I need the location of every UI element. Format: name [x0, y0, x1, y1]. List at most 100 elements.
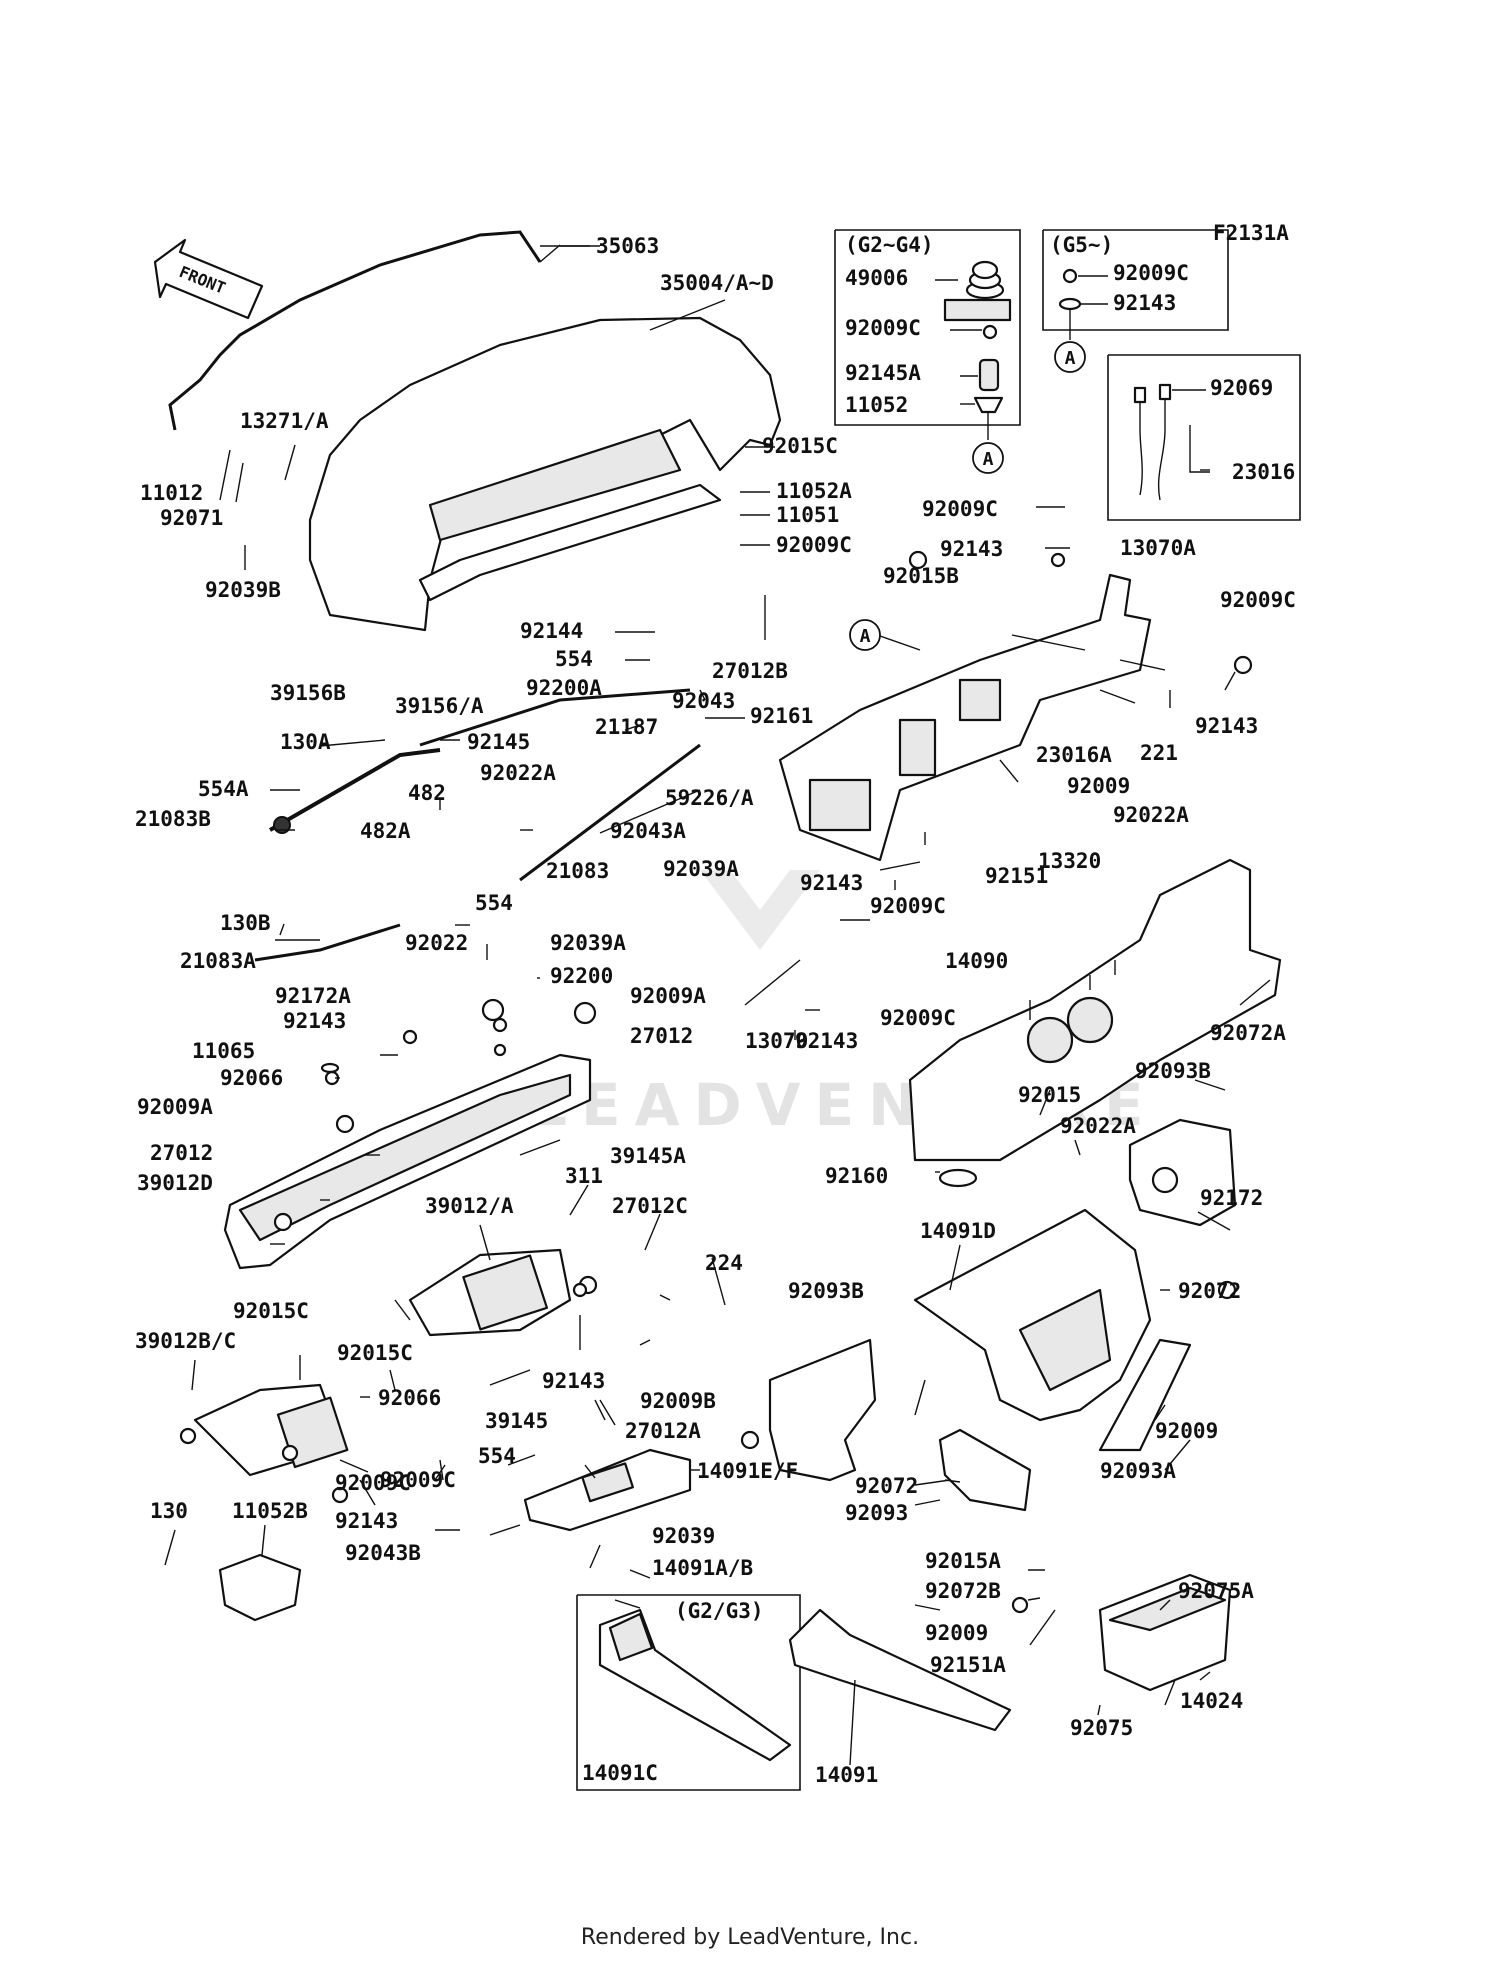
svg-text:13070: 13070 [745, 1029, 808, 1053]
svg-text:39156B: 39156B [270, 681, 346, 705]
svg-text:92009A: 92009A [137, 1095, 213, 1119]
dash-panel-59226 [778, 573, 1152, 862]
svg-text:92093B: 92093B [1135, 1059, 1211, 1083]
bracket-92093b-right [1128, 1118, 1237, 1227]
svg-text:A: A [1065, 348, 1076, 369]
svg-text:92143: 92143 [283, 1009, 346, 1033]
svg-text:92009A: 92009A [630, 984, 706, 1008]
callout-a: A [983, 449, 994, 470]
front-arrow-icon: FRONT [153, 238, 264, 320]
plate-14091 [788, 1608, 1012, 1732]
svg-text:21083: 21083 [546, 859, 609, 883]
svg-text:92015C: 92015C [762, 434, 838, 458]
svg-text:92066: 92066 [220, 1066, 283, 1090]
box-39012bc [193, 1383, 349, 1477]
tray-39012d [223, 1053, 592, 1270]
svg-text:92022A: 92022A [1113, 803, 1189, 827]
svg-text:92043B: 92043B [345, 1541, 421, 1565]
svg-text:14091C: 14091C [582, 1761, 658, 1785]
svg-text:92143: 92143 [795, 1029, 858, 1053]
svg-text:92145: 92145 [467, 730, 530, 754]
svg-text:554: 554 [555, 647, 593, 671]
svg-text:11052: 11052 [845, 393, 908, 417]
box-39012a [408, 1248, 572, 1337]
svg-text:59226/A: 59226/A [665, 786, 754, 810]
svg-text:14091E/F: 14091E/F [697, 1459, 798, 1483]
svg-text:92009: 92009 [1067, 774, 1130, 798]
svg-text:35063: 35063 [596, 234, 659, 258]
cover-14091ef [523, 1448, 692, 1532]
svg-text:92200A: 92200A [526, 676, 602, 700]
svg-text:27012: 27012 [150, 1141, 213, 1165]
svg-text:92200: 92200 [550, 964, 613, 988]
svg-text:92071: 92071 [160, 506, 223, 530]
svg-text:92144: 92144 [520, 619, 583, 643]
linkage-21083b [254, 688, 701, 962]
svg-text:92151A: 92151A [930, 1653, 1006, 1677]
svg-text:221: 221 [1140, 741, 1178, 765]
svg-text:92093A: 92093A [1100, 1459, 1176, 1483]
svg-text:92009C: 92009C [380, 1468, 456, 1492]
bracket-92093 [938, 1428, 1032, 1512]
tub-14091d [913, 1208, 1152, 1422]
svg-text:39145A: 39145A [610, 1144, 686, 1168]
svg-text:130B: 130B [220, 911, 271, 935]
svg-text:92043A: 92043A [610, 819, 686, 843]
svg-text:92143: 92143 [940, 537, 1003, 561]
svg-text:92009C: 92009C [1220, 588, 1296, 612]
svg-text:(G5~): (G5~) [1050, 233, 1113, 257]
svg-text:92072: 92072 [1178, 1279, 1241, 1303]
svg-text:11052A: 11052A [776, 479, 852, 503]
svg-text:92145A: 92145A [845, 361, 921, 385]
svg-text:92172A: 92172A [275, 984, 351, 1008]
fender-35004 [308, 316, 782, 632]
svg-text:92015A: 92015A [925, 1549, 1001, 1573]
svg-text:92072: 92072 [855, 1474, 918, 1498]
svg-text:92143: 92143 [335, 1509, 398, 1533]
svg-text:92039B: 92039B [205, 578, 281, 602]
fasteners [179, 550, 1253, 1614]
svg-text:27012: 27012 [630, 1024, 693, 1048]
svg-text:311: 311 [565, 1164, 603, 1188]
panel-14090 [908, 858, 1282, 1162]
svg-text:14091: 14091 [815, 1763, 878, 1787]
svg-text:92009C: 92009C [870, 894, 946, 918]
svg-text:A: A [860, 626, 871, 647]
svg-text:14091D: 14091D [920, 1219, 996, 1243]
group-box-g2-g3: (G2/G3) 14091C [576, 1594, 801, 1791]
svg-text:49006: 49006 [845, 266, 908, 290]
svg-text:(G2/G3): (G2/G3) [675, 1599, 764, 1623]
svg-text:35004/A~D: 35004/A~D [660, 271, 774, 295]
svg-text:92022A: 92022A [480, 761, 556, 785]
svg-text:92022A: 92022A [1060, 1114, 1136, 1138]
svg-text:11012: 11012 [140, 481, 203, 505]
svg-text:92039: 92039 [652, 1524, 715, 1548]
svg-text:27012B: 27012B [712, 659, 788, 683]
svg-text:11065: 11065 [192, 1039, 255, 1063]
svg-text:92015B: 92015B [883, 564, 959, 588]
svg-text:92066: 92066 [378, 1386, 441, 1410]
svg-text:554: 554 [475, 891, 513, 915]
svg-text:11052B: 11052B [232, 1499, 308, 1523]
svg-text:92143: 92143 [800, 871, 863, 895]
group-box-g5: (G5~) 92009C 92143 A [1042, 229, 1229, 373]
svg-text:14091A/B: 14091A/B [652, 1556, 753, 1580]
svg-text:92043: 92043 [672, 689, 735, 713]
svg-text:554A: 554A [198, 777, 249, 801]
svg-text:13070A: 13070A [1120, 536, 1196, 560]
svg-text:92009C: 92009C [845, 316, 921, 340]
svg-text:130A: 130A [280, 730, 331, 754]
svg-text:14090: 14090 [945, 949, 1008, 973]
svg-text:554: 554 [478, 1444, 516, 1468]
svg-text:92015: 92015 [1018, 1083, 1081, 1107]
block-14024 [1098, 1573, 1232, 1692]
svg-text:92143: 92143 [542, 1369, 605, 1393]
svg-text:92172: 92172 [1200, 1186, 1263, 1210]
svg-text:482A: 482A [360, 819, 411, 843]
svg-text:92009C: 92009C [922, 497, 998, 521]
svg-text:92075A: 92075A [1178, 1579, 1254, 1603]
diagram-code: F2131A [1213, 221, 1289, 245]
svg-text:92009C: 92009C [1113, 261, 1189, 285]
svg-text:13271/A: 13271/A [240, 409, 329, 433]
svg-text:92072B: 92072B [925, 1579, 1001, 1603]
